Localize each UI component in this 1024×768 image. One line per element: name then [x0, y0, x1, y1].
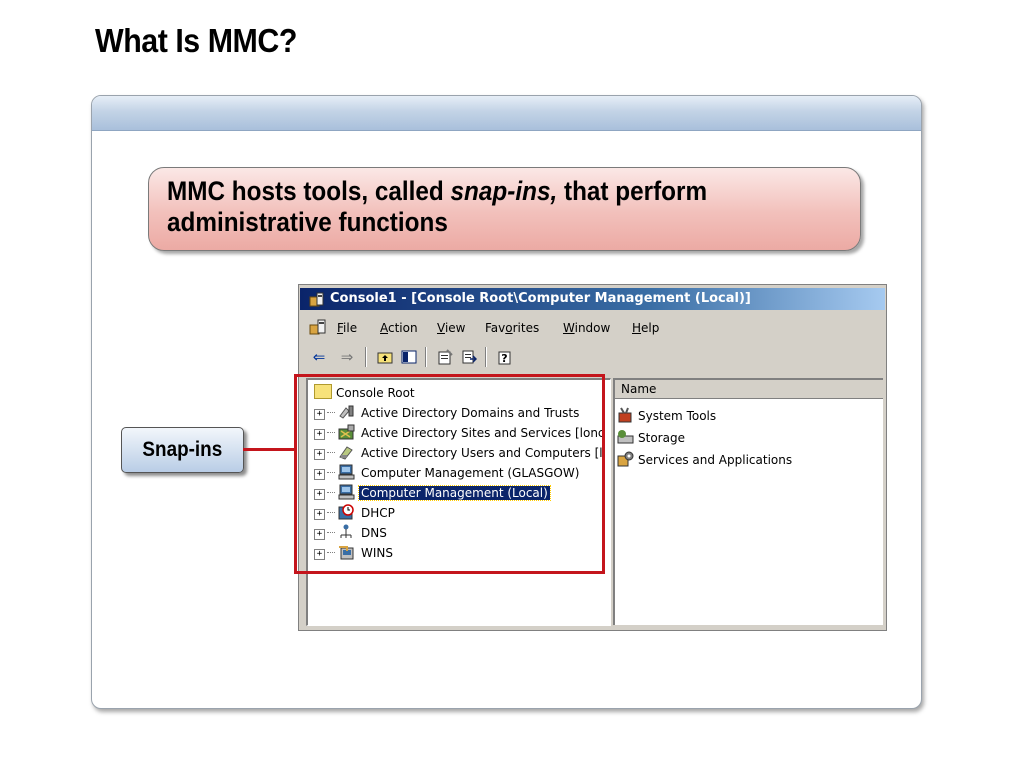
tree-root-label: Console Root — [336, 386, 415, 400]
snapins-highlight-box — [294, 374, 605, 574]
callout-text-line2: administrative functions — [167, 207, 448, 237]
window-title-bar[interactable]: Console1 - [Console Root\Computer Manage… — [300, 288, 885, 310]
properties-icon[interactable] — [435, 347, 455, 367]
tree-node-wins[interactable]: + WINS — [314, 544, 395, 562]
mmc-menu-icon[interactable] — [309, 318, 327, 336]
tree-root-console[interactable]: Console Root — [314, 384, 415, 402]
slide-title: What Is MMC? — [95, 22, 297, 59]
snapins-label-box: Snap-ins — [121, 427, 244, 473]
show-hide-tree-icon[interactable] — [399, 347, 419, 367]
mmc-app-icon — [309, 292, 324, 307]
snapins-label: Snap-ins — [142, 438, 223, 461]
panel-header-band — [92, 96, 921, 131]
svg-text:?: ? — [501, 352, 507, 365]
dns-icon — [340, 524, 352, 538]
toolbar-separator — [365, 347, 367, 367]
definition-callout: MMC hosts tools, called snap-ins, that p… — [148, 167, 861, 251]
list-item-label: System Tools — [638, 409, 717, 423]
list-item-services-applications[interactable]: Services and Applications — [617, 450, 792, 470]
callout-text-part1: MMC hosts tools, called — [167, 176, 451, 206]
callout-text-italic: snap-ins, — [450, 176, 558, 206]
menu-view[interactable]: View — [437, 321, 466, 335]
expand-icon[interactable]: + — [314, 469, 325, 480]
menu-file[interactable]: File — [337, 321, 358, 335]
forward-arrow-icon[interactable]: ⇒ — [340, 348, 354, 366]
users-computers-icon — [339, 446, 353, 460]
sites-services-icon — [338, 424, 355, 440]
back-arrow-icon[interactable]: ⇐ — [312, 348, 326, 366]
callout-text: MMC hosts tools, called snap-ins, that p… — [167, 176, 788, 238]
computer-management-icon — [338, 464, 355, 480]
tree-node-dns[interactable]: + DNS — [314, 524, 389, 542]
tree-node-label: WINS — [361, 546, 393, 560]
tree-node-users-computers[interactable]: + Active Directory Users and Computers [l — [314, 444, 605, 462]
tree-node-dhcp[interactable]: + DHCP — [314, 504, 397, 522]
tree-node-label: DHCP — [361, 506, 395, 520]
expand-icon[interactable]: + — [314, 489, 325, 500]
tree-node-label: Active Directory Sites and Services [lon… — [361, 426, 605, 440]
expand-icon[interactable]: + — [314, 449, 325, 460]
tree-node-computer-management-local[interactable]: + Computer Management (Local) — [314, 484, 551, 502]
list-item-storage[interactable]: Storage — [617, 428, 685, 448]
console-tree-pane[interactable]: Console Root + Active Directory Domains a… — [306, 378, 611, 626]
menu-help[interactable]: Help — [632, 321, 660, 335]
tree-node-computer-management-glasgow[interactable]: + Computer Management (GLASGOW) — [314, 464, 581, 482]
wins-icon — [339, 546, 354, 560]
tree-node-label: DNS — [361, 526, 387, 540]
column-header-name[interactable]: Name — [615, 380, 883, 399]
tree-node-label: Computer Management (Local) — [358, 485, 551, 501]
toolbar-separator — [425, 347, 427, 367]
list-item-label: Storage — [638, 431, 685, 445]
expand-icon[interactable]: + — [314, 429, 325, 440]
domains-trusts-icon — [339, 405, 354, 419]
list-item-label: Services and Applications — [638, 453, 793, 467]
tree-node-label: Active Directory Domains and Trusts — [361, 406, 580, 420]
system-tools-icon — [618, 407, 632, 423]
services-applications-icon — [617, 451, 634, 467]
details-list-pane[interactable]: Name System Tools Storage Services and A… — [613, 378, 883, 625]
help-icon[interactable]: ? — [495, 347, 515, 367]
menu-window[interactable]: Window — [563, 321, 611, 335]
folder-icon — [314, 384, 332, 399]
tree-node-sites-services[interactable]: + Active Directory Sites and Services [lo… — [314, 424, 607, 442]
list-item-system-tools[interactable]: System Tools — [617, 406, 716, 426]
computer-management-icon — [338, 484, 355, 500]
export-list-icon[interactable] — [459, 347, 479, 367]
snapins-connector-line — [243, 448, 295, 451]
menu-action[interactable]: Action — [380, 321, 418, 335]
expand-icon[interactable]: + — [314, 549, 325, 560]
tree-node-label: Computer Management (GLASGOW) — [361, 466, 580, 480]
tree-node-domains-trusts[interactable]: + Active Directory Domains and Trusts — [314, 404, 581, 422]
storage-icon — [617, 430, 634, 444]
expand-icon[interactable]: + — [314, 509, 325, 520]
toolbar: ⇐ ⇒ ? — [303, 345, 883, 369]
tree-node-label: Active Directory Users and Computers [l — [361, 446, 603, 460]
expand-icon[interactable]: + — [314, 409, 325, 420]
window-title: Console1 - [Console Root\Computer Manage… — [330, 291, 751, 306]
expand-icon[interactable]: + — [314, 529, 325, 540]
callout-text-part2: that perform — [557, 176, 708, 206]
up-folder-icon[interactable] — [375, 347, 395, 367]
menu-favorites[interactable]: Favorites — [485, 321, 540, 335]
dhcp-icon — [338, 504, 354, 520]
toolbar-separator — [485, 347, 487, 367]
